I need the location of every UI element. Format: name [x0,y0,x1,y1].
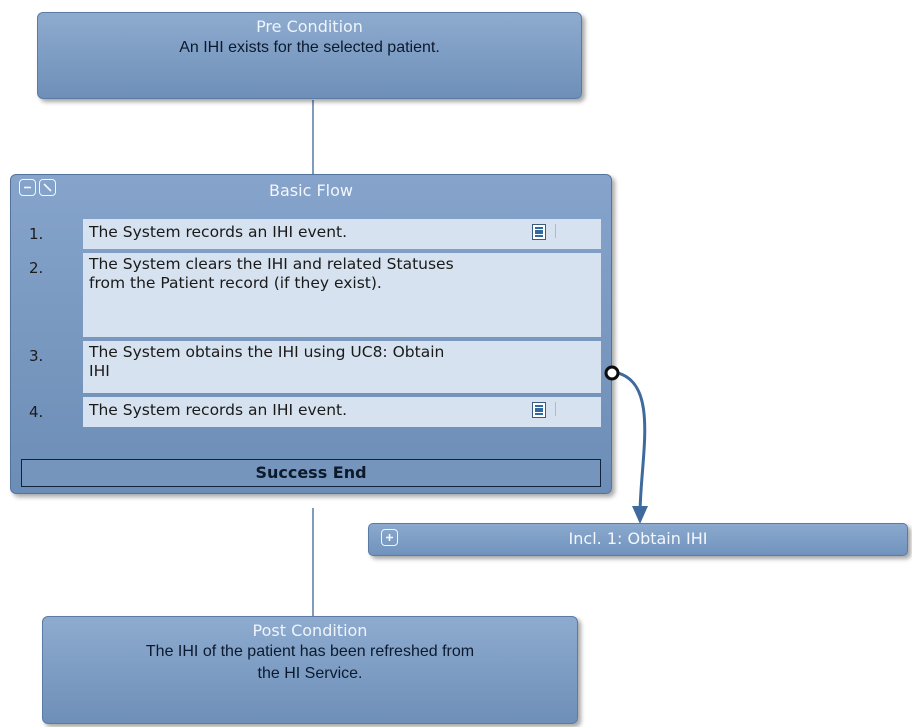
step-text-content: The System records an IHI event. [89,401,348,419]
include-arrow-path [617,371,647,516]
flow-step-2[interactable]: 2. The System clears the IHI and related… [21,253,601,337]
step-divider [555,402,556,416]
plus-icon[interactable] [381,529,398,546]
step-text: The System records an IHI event. [83,397,601,427]
include-title: Incl. 1: Obtain IHI [568,529,708,548]
edit-icon[interactable] [39,179,56,196]
step-number: 3. [29,347,44,365]
step-text: The System records an IHI event. [83,219,601,249]
post-condition-text-line2: the HI Service. [257,665,363,682]
post-condition-title: Post Condition [252,621,368,640]
minus-icon[interactable] [19,179,36,196]
connector-pre-to-flow [312,100,314,176]
include-box[interactable]: Incl. 1: Obtain IHI [368,523,908,556]
arrow-head [632,506,648,524]
note-icon[interactable] [532,402,546,418]
post-condition-text-line1: The IHI of the patient has been refreshe… [145,643,475,660]
post-condition-box[interactable]: Post Condition The IHI of the patient ha… [42,616,578,724]
step-text-content: The System records an IHI event. [89,223,348,241]
step-number: 1. [29,225,44,243]
note-icon[interactable] [532,224,546,240]
basic-flow-header: Basic Flow [11,175,611,205]
step-number: 2. [29,259,44,277]
step-text: The System clears the IHI and related St… [83,253,601,337]
success-end-bar[interactable]: Success End [21,459,601,487]
step-divider [555,224,556,238]
flow-step-1[interactable]: 1. The System records an IHI event. [21,219,601,249]
pre-condition-title: Pre Condition [256,17,363,36]
connector-flow-to-post [312,508,314,616]
basic-flow-panel[interactable]: Basic Flow 1. The System records an IHI … [10,174,612,494]
step-text: The System obtains the IHI using UC8: Ob… [83,341,601,393]
flow-step-3[interactable]: 3. The System obtains the IHI using UC8:… [21,341,601,393]
flow-step-4[interactable]: 4. The System records an IHI event. [21,397,601,427]
step-number: 4. [29,403,44,421]
basic-flow-steps: 1. The System records an IHI event. 2. T… [21,219,601,431]
pre-condition-box[interactable]: Pre Condition An IHI exists for the sele… [37,12,582,99]
basic-flow-title: Basic Flow [269,181,353,200]
pre-condition-text: An IHI exists for the selected patient. [179,39,440,56]
